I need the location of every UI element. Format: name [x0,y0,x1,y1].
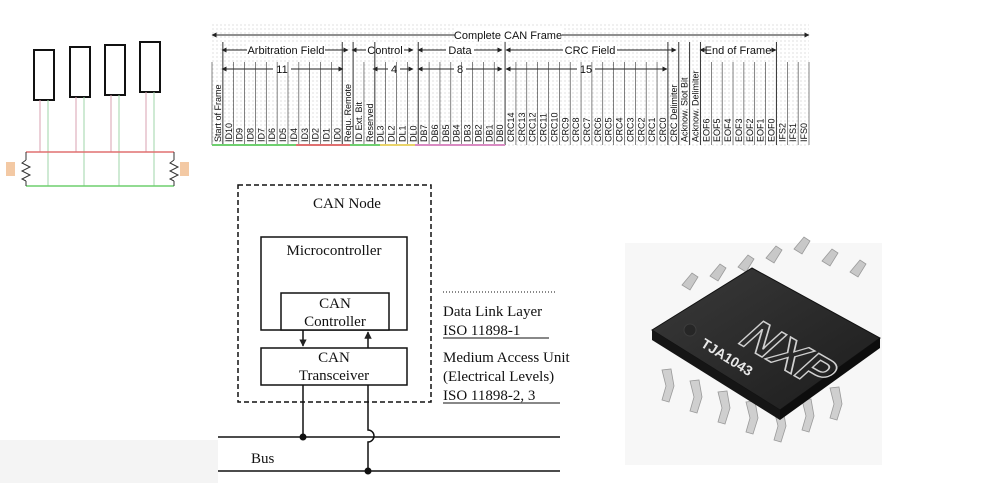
node-box-1 [34,50,54,100]
bit-label: DL0 [408,125,418,142]
bit-label: CRC8 [571,117,581,142]
chip-photo: NXP TJA1043 [625,237,882,465]
bit-label: CRC4 [615,117,625,142]
bit-label: ID8 [245,128,255,142]
eof-field-label: End of Frame [705,45,772,57]
bit-label: Requ. Remote [343,84,353,142]
termination-resistor-right [170,152,178,186]
can-controller-line2: Controller [304,314,366,330]
can-node-diagram: CAN Node Microcontroller CAN Controller … [218,185,570,475]
bottom-shadow-strip [0,440,218,483]
bit-label: CRC0 [658,117,668,142]
medium-access-unit-label: Medium Access Unit [443,350,570,366]
bit-label: CRC3 [625,117,635,142]
can-controller-line1: CAN [319,296,351,312]
bit-label: CRC1 [647,117,657,142]
resistor-label-right [180,162,189,176]
bit-label: CRC10 [549,112,559,142]
can-transceiver-line1: CAN [318,350,350,366]
bit-label: ID2 [311,128,321,142]
control-count: 4 [391,64,397,76]
bit-label: EOF6 [701,118,711,142]
can-node-title: CAN Node [313,196,381,212]
bit-label: CRC11 [539,113,549,142]
bit-label: CRC14 [506,112,516,142]
bit-label: DB7 [419,124,429,142]
bit-label: DB3 [463,124,473,142]
bit-label: ID9 [235,128,245,142]
bit-label: EOF2 [745,118,755,142]
microcontroller-label: Microcontroller [287,243,382,259]
iso-11898-2-3-label: ISO 11898-2, 3 [443,388,535,404]
bit-label: EOF1 [756,118,766,142]
bit-label: CRC7 [582,117,592,142]
bit-label: ID0 [332,128,342,142]
bit-label: Acknow. Delimiter [691,70,701,142]
crc-field-label: CRC Field [565,45,616,57]
bit-label: DL1 [397,125,407,142]
bit-label: Start of Frame [213,84,223,142]
bit-label: ID7 [256,128,266,142]
frame-title: Complete CAN Frame [454,30,562,42]
bit-label: CRC Delimiter [669,84,679,142]
control-field-label: Control [367,45,402,57]
node-box-4 [140,42,160,92]
bit-label: DB0 [495,124,505,142]
can-transceiver-line2: Transceiver [299,368,369,384]
data-count: 8 [457,64,463,76]
bit-label: DB5 [441,124,451,142]
bit-label: CRC5 [604,117,614,142]
bit-label: ID3 [300,128,310,142]
bit-label: CRC6 [593,117,603,142]
node-box-3 [105,45,125,95]
bit-label: ID4 [289,128,299,142]
bit-label: CRC9 [560,117,570,142]
termination-resistor-left [22,152,30,186]
arbitration-count: 11 [276,64,287,76]
electrical-levels-label: (Electrical Levels) [443,369,554,385]
bit-label: ID Ext. Bit [354,101,364,142]
bit-label: CRC13 [517,112,527,142]
bit-label: EOF5 [712,118,722,142]
data-link-layer-label: Data Link Layer [443,304,542,320]
bit-label: DB4 [452,124,462,142]
bit-label: Acknow. Slot Bit [680,77,690,142]
bit-label: DB1 [484,124,494,142]
bit-label: ID5 [278,128,288,142]
can-bus-network [6,42,189,186]
bit-label: IFS2 [777,123,787,142]
resistor-label-left [6,162,15,176]
iso-11898-1-label: ISO 11898-1 [443,323,520,339]
bit-label: ID10 [224,123,234,142]
bus-label: Bus [251,451,275,467]
bit-label: IFS0 [799,123,809,142]
bit-label: ID6 [267,128,277,142]
bit-label: DB2 [473,124,483,142]
bit-label: ID1 [321,128,331,142]
bit-label: CRC12 [528,112,538,142]
node-box-2 [70,47,90,97]
crc-count: 15 [580,64,592,76]
node-stubs [40,92,154,186]
bit-label: DL3 [376,125,386,142]
bit-label: EOF3 [734,118,744,142]
chip-pin1-marker [684,324,696,336]
bit-label: Reserved [365,103,375,142]
arbitration-field-label: Arbitration Field [247,45,324,57]
bit-label: EOF4 [723,118,733,142]
bit-label: IFS1 [788,123,798,142]
bit-label: DL2 [387,125,397,142]
data-field-label: Data [448,45,472,57]
bit-label: EOF0 [767,118,777,142]
can-frame-diagram: Complete CAN Frame Arbitration Field Con… [212,24,809,146]
bit-label: DB6 [430,124,440,142]
bit-label: CRC2 [636,117,646,142]
